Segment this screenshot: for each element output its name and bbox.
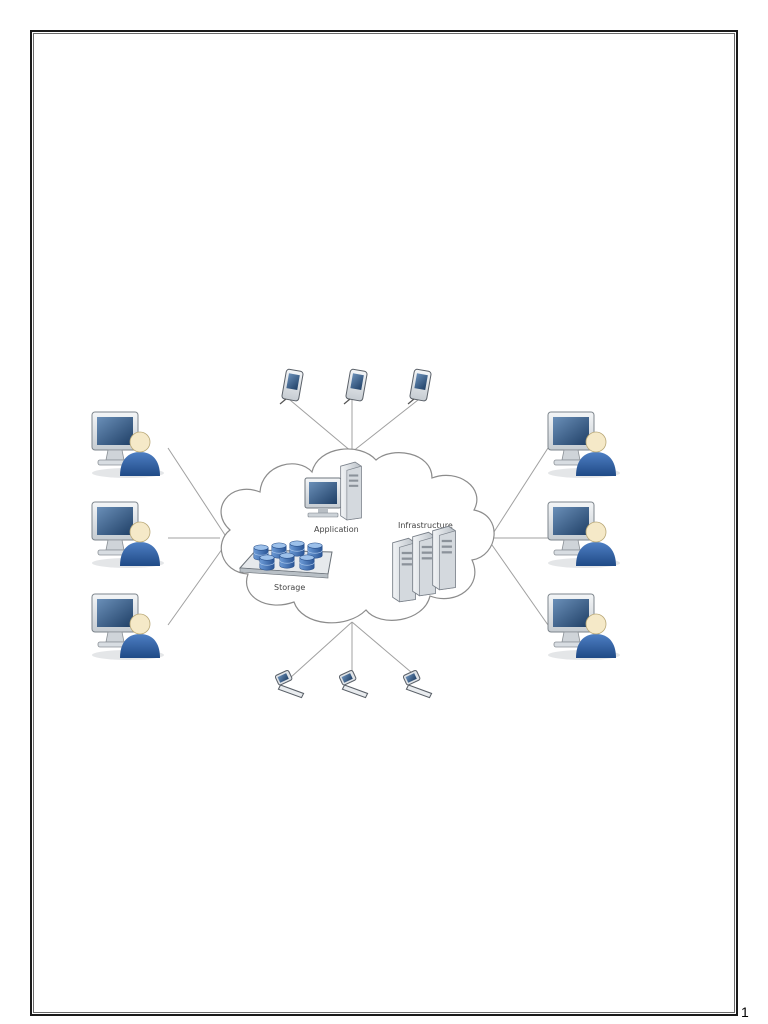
client-computer-icon — [91, 411, 165, 479]
cloud-computing-diagram: Application Infrastructure Storage — [80, 360, 640, 715]
client-computer-icon — [91, 593, 165, 661]
server-with-monitor-icon — [304, 461, 362, 521]
page-number: 1 — [741, 1004, 749, 1020]
application-label: Application — [314, 525, 359, 534]
connection-lines — [167, 399, 549, 679]
mobile-phone-icon — [274, 669, 305, 699]
mobile-phone-icon — [402, 669, 433, 699]
diagram-svg: Application Infrastructure Storage — [91, 368, 621, 699]
database-icon — [238, 540, 333, 579]
pda-icon — [343, 368, 369, 405]
storage-label: Storage — [274, 583, 305, 592]
client-computer-icon — [91, 501, 165, 569]
client-computer-icon — [547, 501, 621, 569]
page-border-outer — [30, 30, 738, 1016]
pda-icon — [407, 368, 433, 405]
infrastructure-label: Infrastructure — [398, 521, 453, 530]
mobile-phone-icon — [338, 669, 369, 699]
page-border-inner — [33, 33, 735, 1013]
client-computer-icon — [547, 411, 621, 479]
client-computer-icon — [547, 593, 621, 661]
pda-icon — [279, 368, 305, 405]
